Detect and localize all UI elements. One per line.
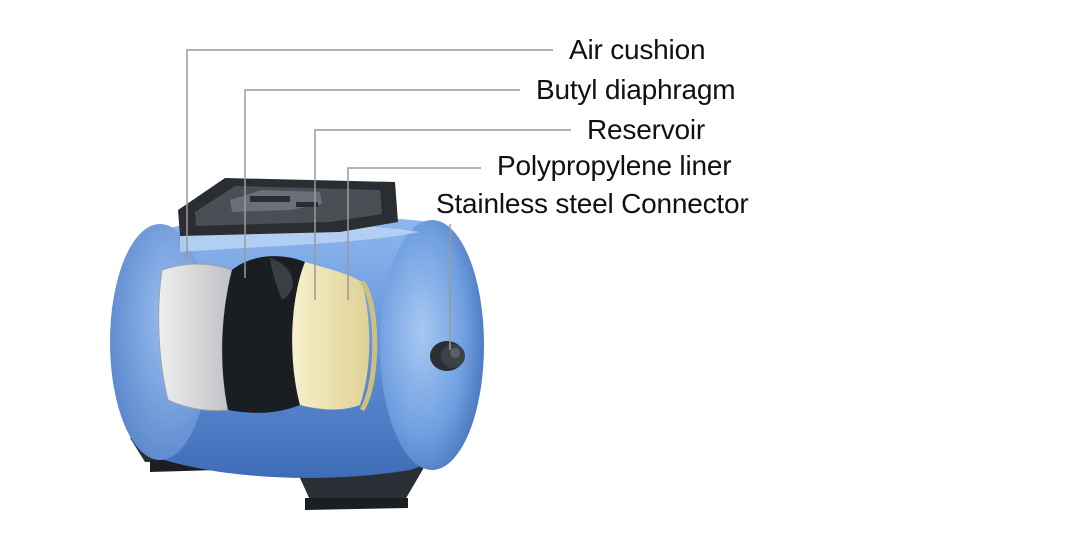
leader-lines xyxy=(186,49,571,350)
leader-butyl-diaphragm xyxy=(244,89,520,278)
leader-polypropylene-liner xyxy=(347,167,481,300)
polypropylene-liner-edge xyxy=(359,280,378,412)
label-butyl-diaphragm: Butyl diaphragm xyxy=(536,74,736,105)
label-stainless-steel-connector: Stainless steel Connector xyxy=(436,188,749,219)
leader-air-cushion xyxy=(186,49,553,262)
label-reservoir: Reservoir xyxy=(587,114,706,145)
stainless-connector xyxy=(430,341,465,371)
leader-reservoir xyxy=(314,129,571,300)
top-mounting-plate xyxy=(178,178,398,236)
reservoir-section xyxy=(292,262,370,410)
air-cushion-section xyxy=(158,263,233,411)
label-polypropylene-liner: Polypropylene liner xyxy=(497,150,732,181)
label-air-cushion: Air cushion xyxy=(569,34,706,65)
